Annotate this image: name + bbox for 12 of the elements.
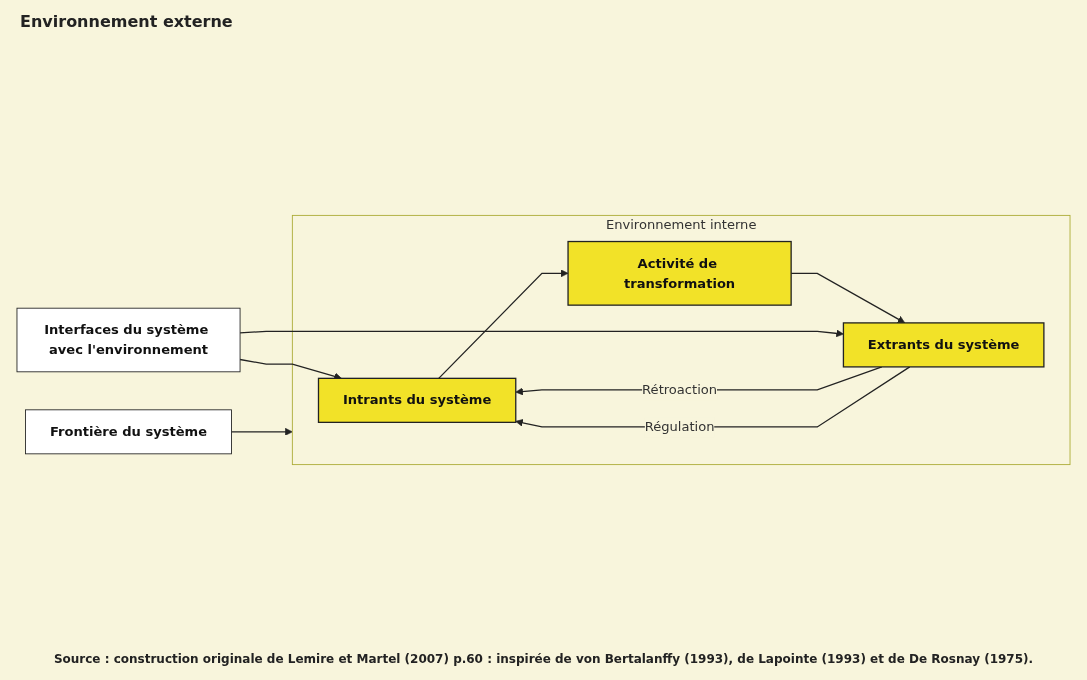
source-caption: Source : construction originale de Lemire et Martel (2007) p.60 : inspirée de von Bertalanffy (1993), de Lapointe (1993) et de De Rosnay (1975). bbox=[52, 652, 1035, 666]
edge-label: Régulation bbox=[644, 418, 715, 435]
node-box: Frontière du système bbox=[25, 409, 232, 455]
arrow bbox=[230, 428, 293, 436]
node-box: Extrants du système bbox=[842, 322, 1045, 368]
arrow bbox=[239, 329, 844, 338]
arrow bbox=[438, 269, 569, 379]
edge-label: Rétroaction bbox=[642, 381, 718, 398]
node-box: Intrants du système bbox=[317, 377, 517, 423]
node-box: Interfaces du système avec l'environnement bbox=[16, 307, 241, 373]
node-box: Activité de transformation bbox=[567, 240, 792, 306]
region-label: Environnement externe bbox=[20, 12, 233, 31]
